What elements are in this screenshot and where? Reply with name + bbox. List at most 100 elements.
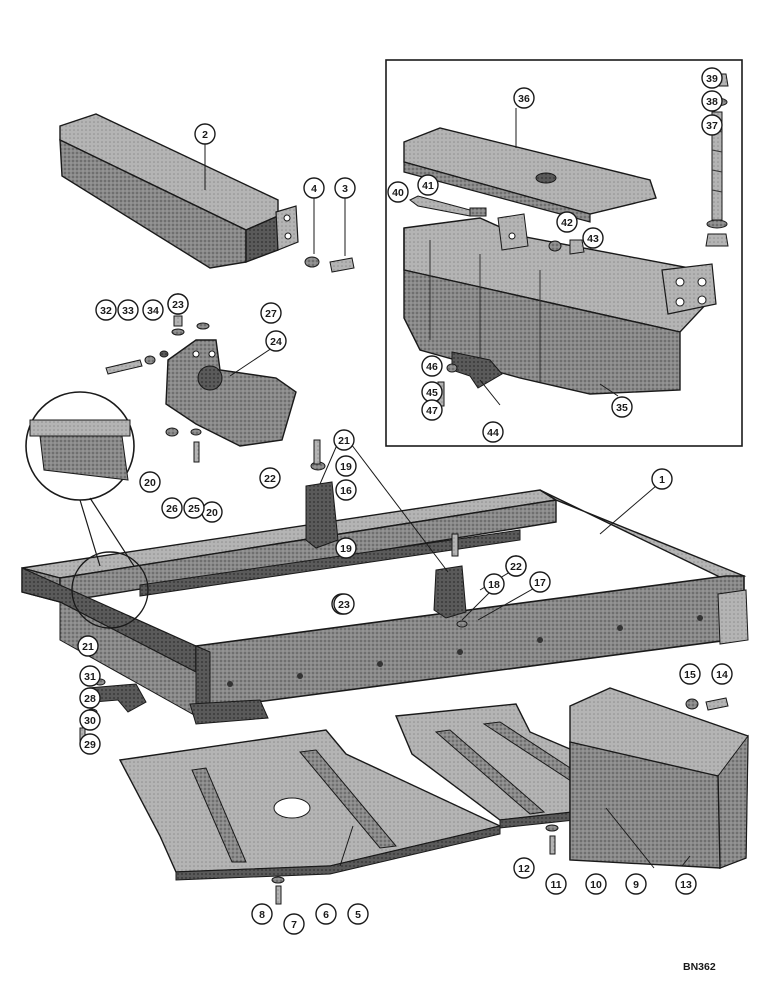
callout-35: 35 [611,396,633,418]
hitch-bracket-upper [305,439,339,549]
callout-layer: 1234567891011121314151617181919202020212… [77,67,733,935]
callout-1: 1 [651,468,673,490]
hitch-bracket-lower [433,533,468,628]
callout-19: 19 [335,537,357,559]
callout-number: 45 [426,387,438,399]
callout-number: 7 [291,919,297,931]
callout-12: 12 [513,857,535,879]
callout-number: 19 [340,461,352,473]
front-weight-35 [403,213,717,395]
callout-44: 44 [482,421,504,443]
callout-31: 31 [79,665,101,687]
callout-13: 13 [675,873,697,895]
callout-number: 47 [426,405,438,417]
callout-number: 36 [518,93,530,105]
reference-code: BN362 [683,961,716,973]
callout-34: 34 [142,299,164,321]
callout-23: 23 [333,593,355,615]
callout-number: 5 [355,909,361,921]
callout-27: 27 [260,302,282,324]
callout-15: 15 [679,663,701,685]
callout-number: 35 [616,402,628,414]
callout-number: 28 [84,693,96,705]
callout-number: 10 [590,879,602,891]
callout-number: 21 [82,641,94,653]
callout-number: 30 [84,715,96,727]
callout-number: 43 [587,233,599,245]
callout-38: 38 [701,90,723,112]
callout-number: 17 [534,577,546,589]
weight-plate-36 [403,127,657,223]
callout-28: 28 [79,687,101,709]
callout-8: 8 [251,903,273,925]
callout-number: 15 [684,669,696,681]
callout-number: 12 [518,863,530,875]
callout-2: 2 [194,123,216,145]
callout-number: 34 [147,305,159,317]
main-frame [21,489,749,725]
callout-10: 10 [585,873,607,895]
callout-3: 3 [334,177,356,199]
callout-number: 29 [84,739,96,751]
callout-number: 40 [392,187,404,199]
callout-41: 41 [417,174,439,196]
callout-36: 36 [513,87,535,109]
callout-number: 13 [680,879,692,891]
callout-40: 40 [387,181,409,203]
callout-30: 30 [79,709,101,731]
callout-25: 25 [183,497,205,519]
inset-frame [385,59,743,447]
callout-number: 22 [264,473,276,485]
callout-number: 23 [172,299,184,311]
callout-number: 22 [510,561,522,573]
callout-21: 21 [333,429,355,451]
bracket-hardware [105,315,210,463]
callout-7: 7 [283,913,305,935]
callout-number: 31 [84,671,96,683]
callout-42: 42 [556,211,578,233]
callout-20: 20 [201,501,223,523]
callout-number: 2 [202,129,208,141]
callout-4: 4 [303,177,325,199]
callout-33: 33 [117,299,139,321]
callout-number: 1 [659,474,665,486]
callout-number: 46 [426,361,438,373]
callout-number: 8 [259,909,265,921]
callout-6: 6 [315,903,337,925]
callout-number: 33 [122,305,134,317]
callout-5: 5 [347,903,369,925]
callout-number: 38 [706,96,718,108]
callout-number: 37 [706,120,718,132]
bolt-and-washer [304,256,355,273]
callout-19: 19 [335,455,357,477]
callout-number: 44 [487,427,499,439]
callout-number: 16 [340,485,352,497]
callout-16: 16 [335,479,357,501]
callout-26: 26 [161,497,183,519]
callout-21: 21 [77,635,99,657]
callout-number: 18 [488,579,500,591]
callout-number: 32 [100,305,112,317]
callout-37: 37 [701,114,723,136]
bracket-24 [165,339,297,447]
callout-number: 27 [265,308,277,320]
callout-number: 20 [206,507,218,519]
callout-number: 4 [311,183,317,195]
callout-number: 25 [188,503,200,515]
inset-bolts [409,195,585,255]
callout-20: 20 [139,471,161,493]
callout-number: 3 [342,183,348,195]
callout-9: 9 [625,873,647,895]
callout-number: 39 [706,73,718,85]
callout-29: 29 [79,733,101,755]
callout-number: 23 [338,599,350,611]
callout-46: 46 [421,355,443,377]
callout-number: 21 [338,435,350,447]
callout-number: 24 [270,336,282,348]
callout-22: 22 [259,467,281,489]
callout-18: 18 [483,573,505,595]
pan-5 [118,729,503,905]
front-weight-bar [59,113,299,269]
callout-23: 23 [167,293,189,315]
